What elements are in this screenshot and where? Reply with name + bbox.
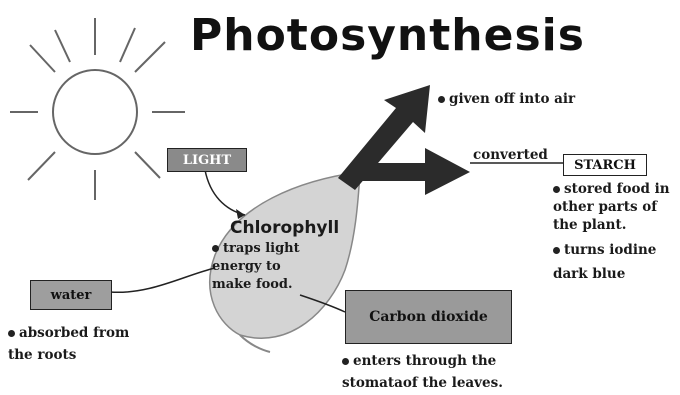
- chlorophyll-note: traps light energy to make food.: [212, 240, 322, 294]
- water-label: water: [30, 280, 112, 310]
- water-note: absorbed from the roots: [8, 322, 158, 366]
- co2-note: enters through the stomataof the leaves.: [342, 350, 532, 394]
- light-label: LIGHT: [167, 148, 247, 172]
- starch-note-2: turns iodine dark blue: [553, 238, 678, 286]
- starch-note-1: stored food in other parts of the plant.: [553, 180, 678, 234]
- bullet-icon: [438, 96, 445, 103]
- sun-icon: [10, 18, 185, 200]
- water-note-text: absorbed from the roots: [8, 325, 129, 363]
- light-connector: [205, 170, 245, 215]
- chlorophyll-label: Chlorophyll: [230, 218, 339, 238]
- water-connector: [110, 268, 215, 292]
- carbon-dioxide-label: Carbon dioxide: [345, 290, 512, 344]
- starch-note-1-text: stored food in other parts of the plant.: [553, 181, 670, 233]
- page-title: Photosynthesis: [190, 10, 585, 61]
- converted-label: converted: [473, 144, 548, 166]
- starch-label: STARCH: [563, 154, 647, 176]
- oxygen-note: given off into air: [438, 88, 578, 110]
- bullet-icon: [342, 358, 349, 365]
- bullet-icon: [553, 247, 560, 254]
- starch-note-2-text: turns iodine dark blue: [553, 242, 656, 282]
- bullet-icon: [8, 330, 15, 337]
- bullet-icon: [553, 186, 560, 193]
- bullet-icon: [212, 245, 219, 252]
- co2-note-text: enters through the stomataof the leaves.: [342, 353, 503, 391]
- chlorophyll-note-text: traps light energy to make food.: [212, 241, 300, 292]
- oxygen-note-text: given off into air: [449, 91, 575, 107]
